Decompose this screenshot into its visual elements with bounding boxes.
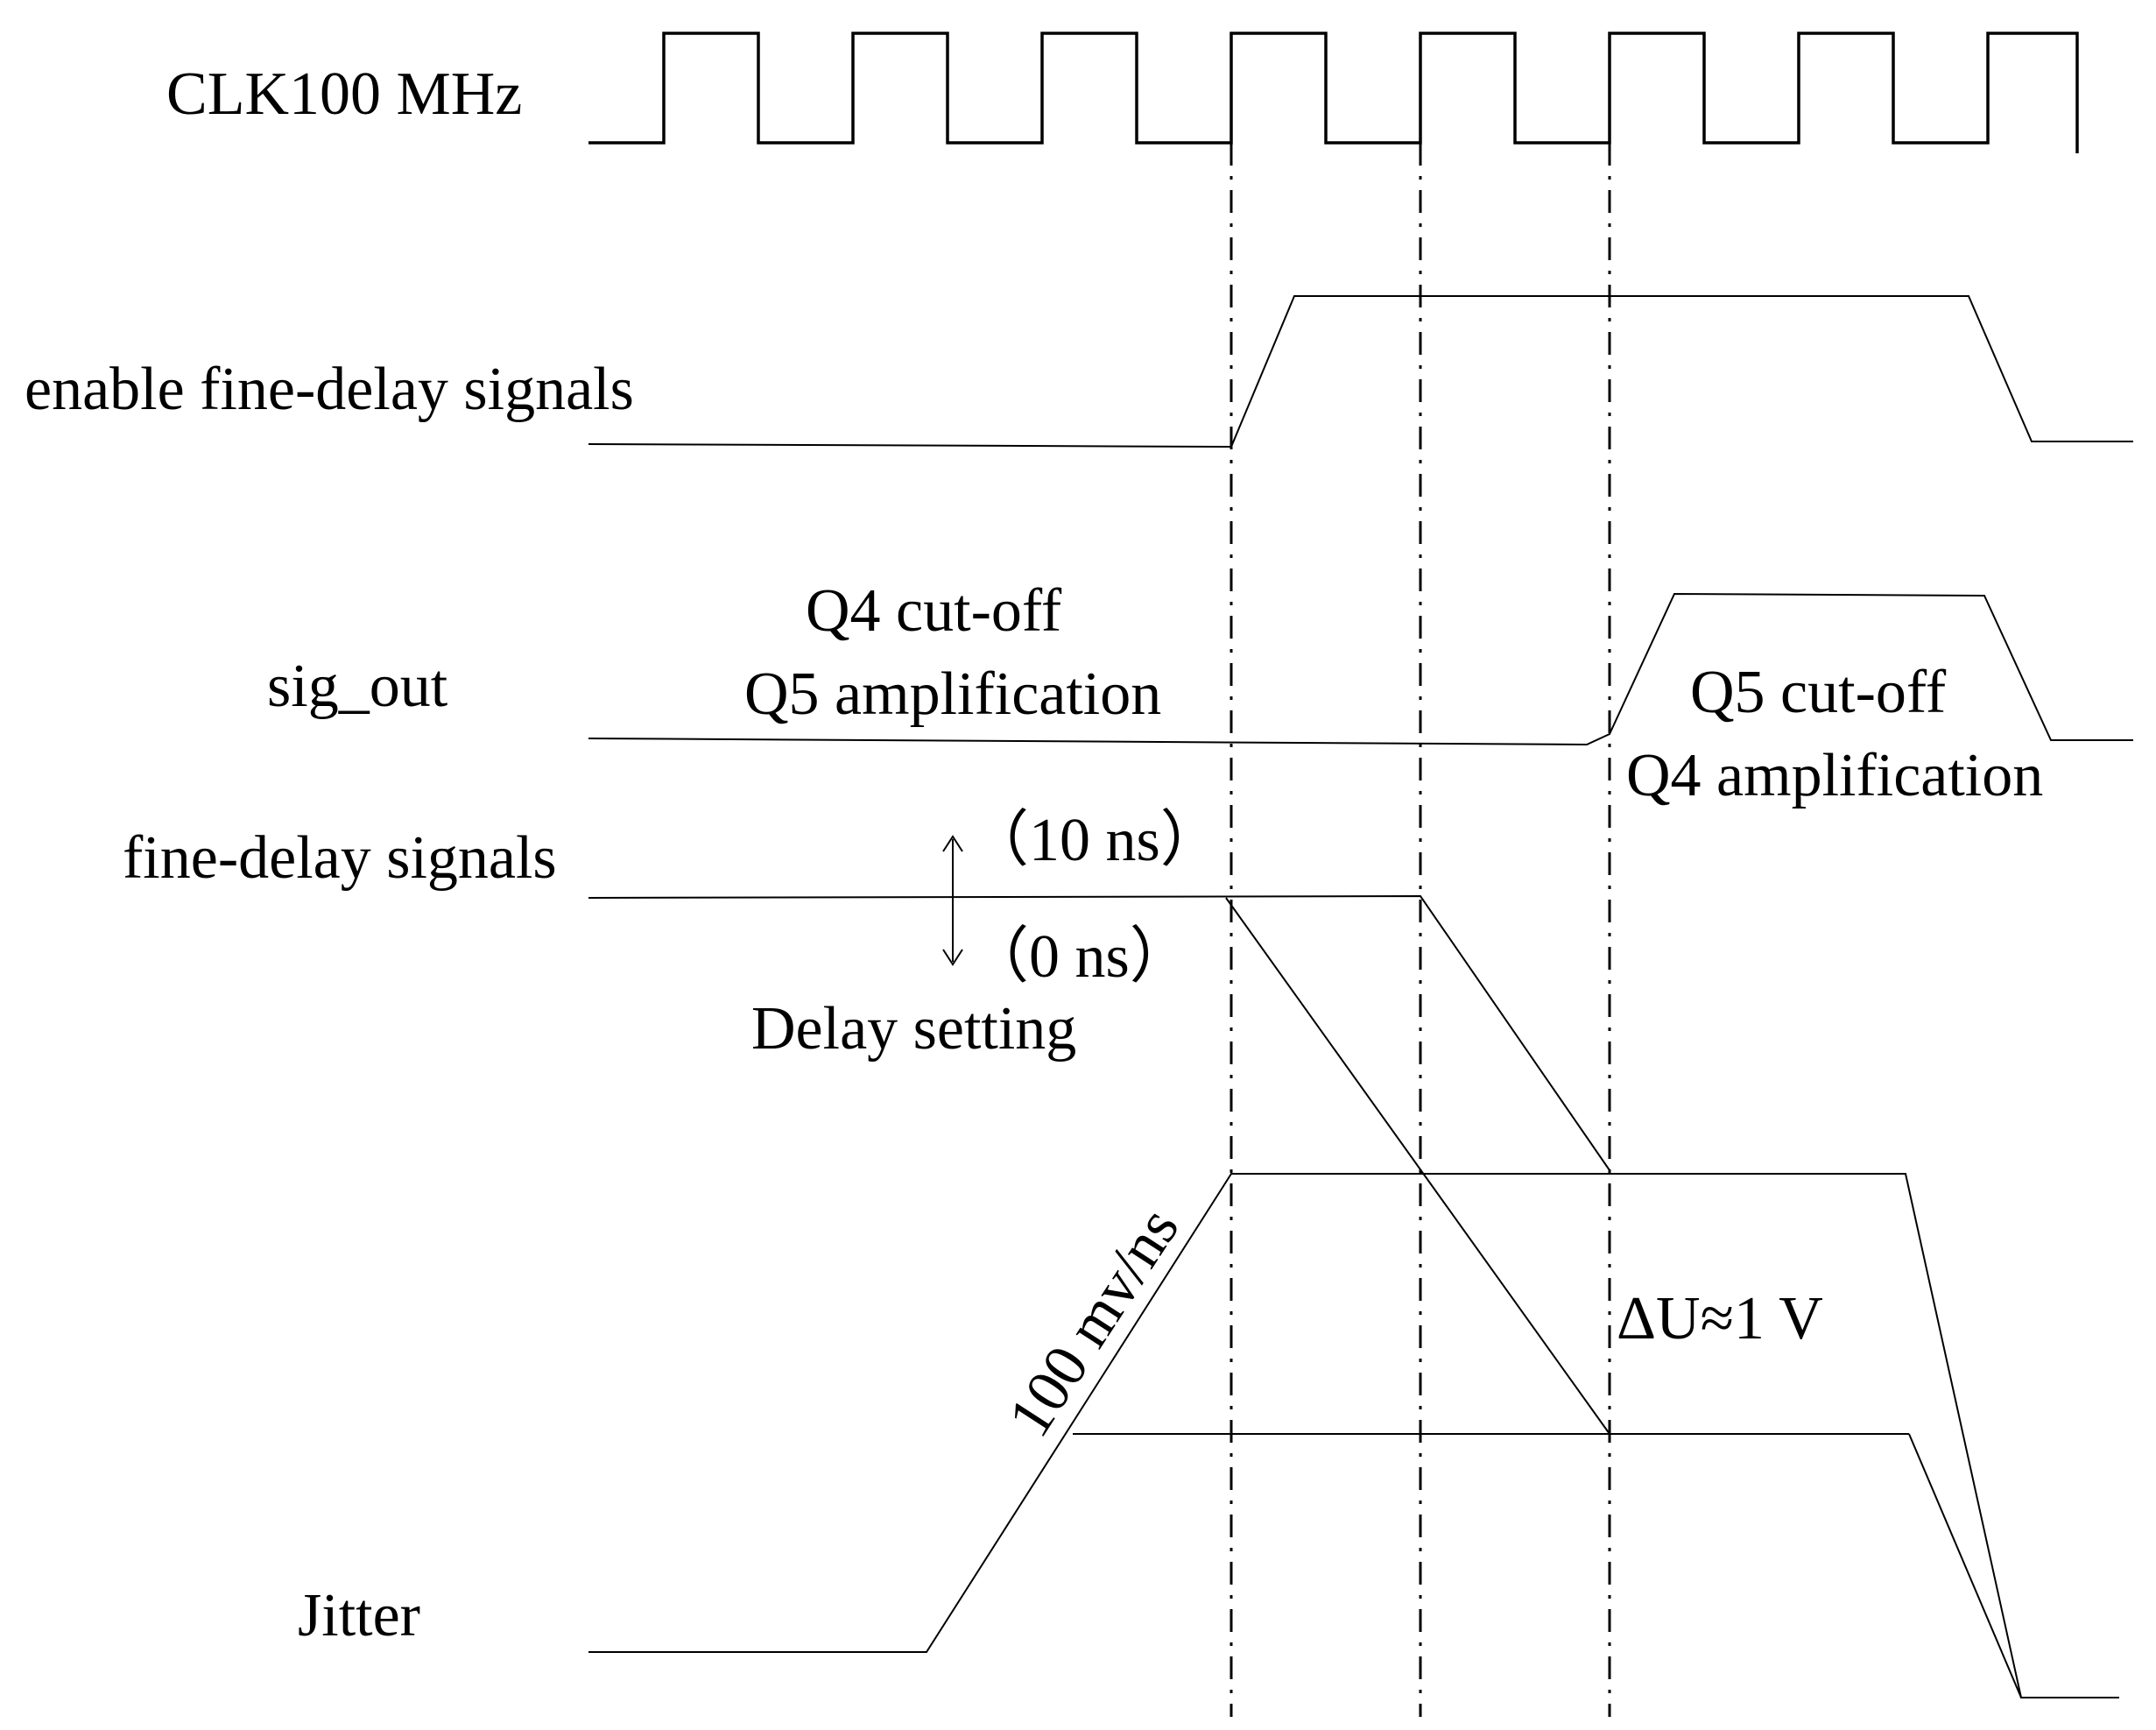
annotation-q4-cutoff: Q4 cut-off xyxy=(806,577,1062,645)
annotation-delay-min: （0 ns） xyxy=(968,923,1191,991)
enable-waveform xyxy=(588,295,2133,448)
annotation-delta-u: ΔU≈1 V xyxy=(1617,1285,1823,1352)
annotation-q5-cutoff: Q5 cut-off xyxy=(1690,659,1947,726)
delay-arrow-up-head xyxy=(942,835,963,852)
jitter-waveform xyxy=(588,1173,2119,1698)
delay-arrow-down-head xyxy=(942,949,963,966)
fine-delay-ramp xyxy=(1225,897,1610,1435)
annotation-delay-setting: Delay setting xyxy=(751,995,1076,1063)
label-fine-delay: fine-delay signals xyxy=(123,824,557,892)
fine-delay-waveform xyxy=(588,894,1610,1171)
sig-out-waveform xyxy=(588,592,2133,746)
label-jitter: Jitter xyxy=(298,1582,420,1649)
jitter-lower-fall xyxy=(1908,1433,2022,1698)
label-clk: CLK100 MHz xyxy=(166,60,522,128)
clk-waveform xyxy=(588,32,2079,153)
annotation-delay-max: （10 ns） xyxy=(968,807,1222,874)
annotation-slope: 100 mv/ns xyxy=(996,1197,1193,1449)
label-sig-out: sig_out xyxy=(267,653,448,720)
label-enable: enable fine-delay signals xyxy=(25,356,634,423)
annotation-q4-amplification: Q4 amplification xyxy=(1626,742,2043,809)
annotation-q5-amplification: Q5 amplification xyxy=(744,660,1161,728)
